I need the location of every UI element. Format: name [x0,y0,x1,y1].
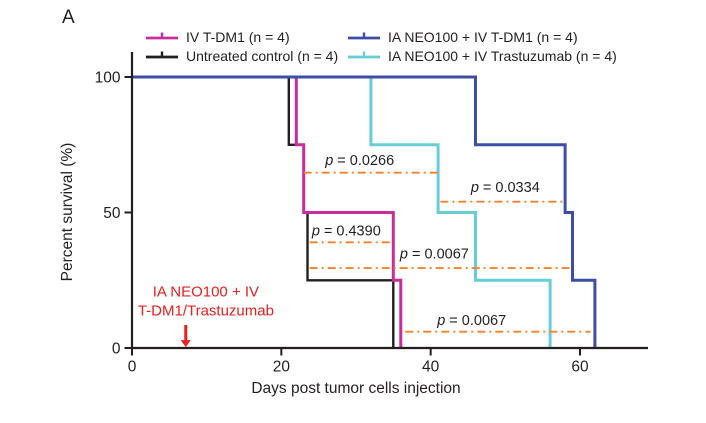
legend-item-label: IA NEO100 + IV Trastuzumab (n = 4) [388,47,617,64]
x-tick-label: 40 [422,359,440,376]
y-tick-label: 100 [95,70,121,87]
legend-item: IA NEO100 + IV Trastuzumab (n = 4) [347,46,617,65]
survival-curve [132,75,597,348]
survival-curve [132,75,403,348]
legend-marker-icon [348,51,380,58]
legend-item: IA NEO100 + IV T-DM1 (n = 4) [347,27,578,46]
treatment-annotation-text: T-DM1/Trastuzumab [138,303,274,320]
x-tick-label: 20 [273,359,291,376]
y-axis-title: Percent survival (%) [59,142,76,282]
panel-label: A [62,7,76,28]
legend-marker-icon [146,51,178,58]
pvalue-label: p= 0.0266 [324,153,394,169]
pvalue-label: p= 0.0067 [436,313,506,329]
legend-item-label: IV T-DM1 (n = 4) [186,28,290,45]
y-tick-label: 50 [103,205,121,222]
x-tick-label: 60 [571,359,589,376]
down-arrow-icon [180,340,191,348]
pvalue-label: p= 0.0067 [399,247,469,263]
treatment-annotation-text: IA NEO100 + IV [153,284,259,301]
legend-item-label: IA NEO100 + IV T-DM1 (n = 4) [388,28,578,45]
x-axis-title: Days post tumor cells injection [251,380,461,397]
survival-curve [132,75,552,348]
y-tick-label: 0 [112,341,121,358]
legend-marker-icon [146,32,178,39]
pvalue-label: p= 0.0334 [470,180,540,196]
legend-item: IV T-DM1 (n = 4) [145,27,290,46]
legend-marker-icon [348,32,380,39]
legend-item-label: Untreated control (n = 4) [186,47,339,64]
pvalue-label: p= 0.4390 [311,224,381,240]
x-tick-label: 0 [128,359,137,376]
legend-item: Untreated control (n = 4) [145,46,338,65]
